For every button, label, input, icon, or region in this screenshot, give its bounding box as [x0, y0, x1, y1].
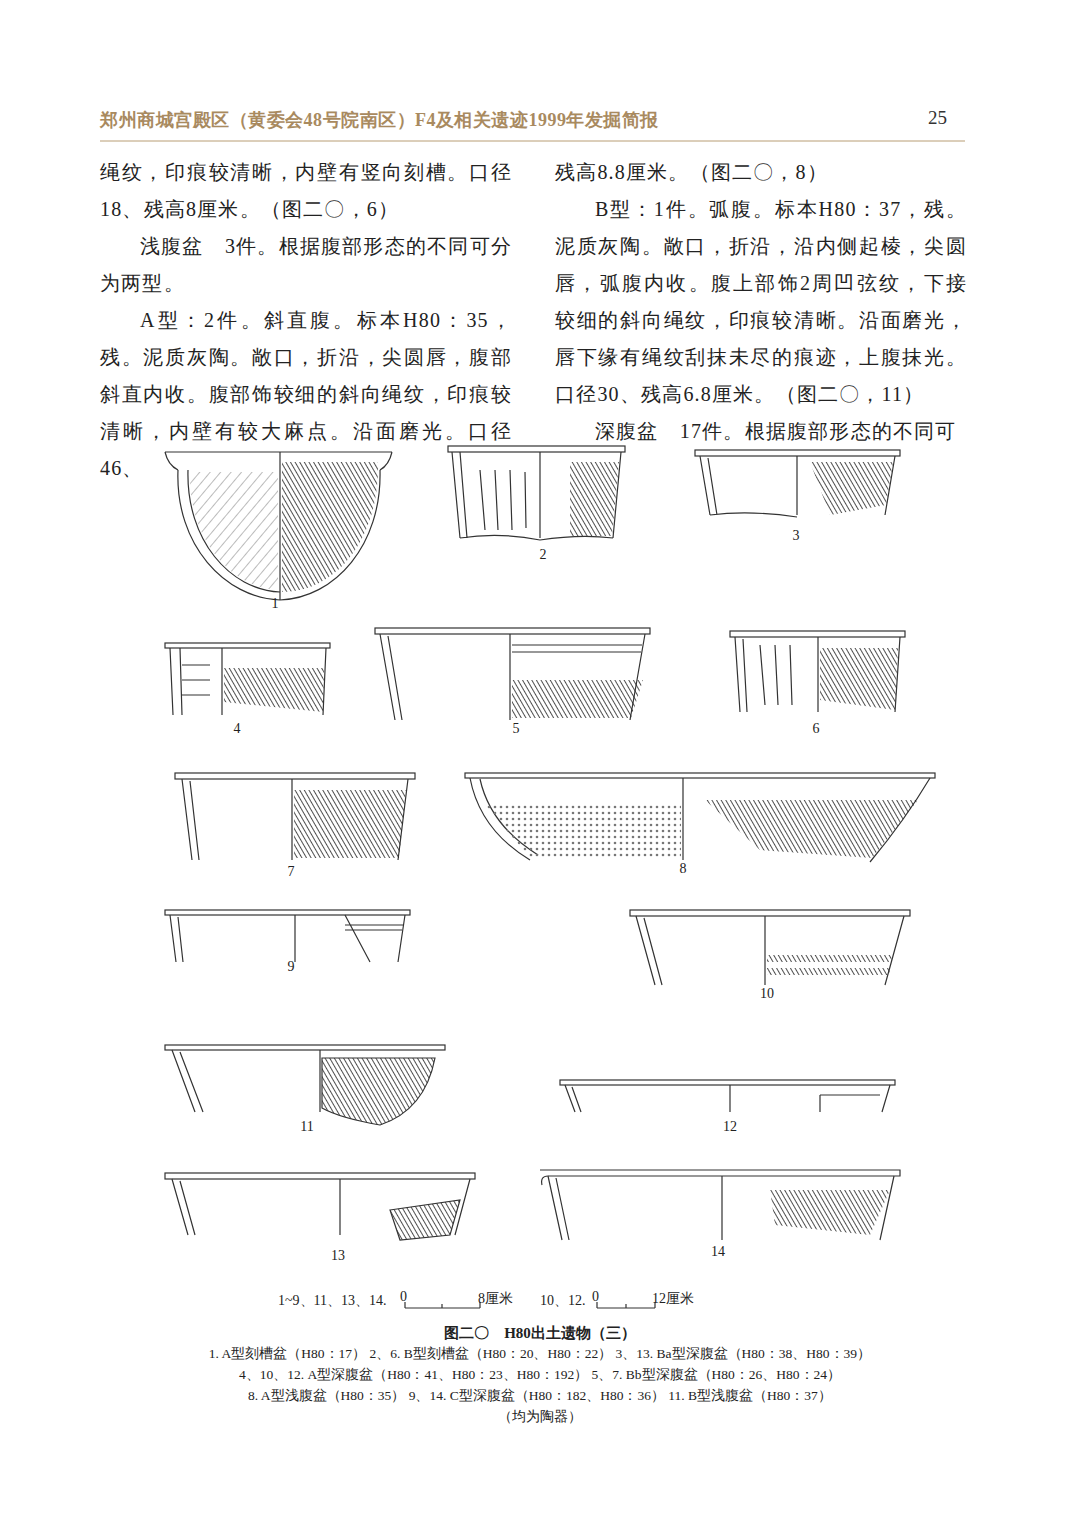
scale-label: 1~9、11、13、14. [278, 1292, 387, 1310]
body-text: 深腹盆 17件。根据腹部形态的不同可 [555, 413, 967, 450]
body-text: A型：2件。斜直腹。标本H80：35，残。泥质灰陶。敞口，折沿，尖圆唇，腹部斜直… [100, 302, 512, 487]
scale-label: 0 [400, 1289, 407, 1305]
scale-label: 0 [592, 1289, 599, 1305]
body-text: 残高8.8厘米。（图二〇，8） [555, 154, 967, 191]
body-text: B型：1件。弧腹。标本H80：37，残。泥质灰陶。敞口，折沿，沿内侧起棱，尖圆唇… [555, 191, 967, 413]
callout-number: 8 [668, 861, 698, 877]
caption-line: （均为陶器） [40, 1408, 1040, 1426]
callout-number: 1 [260, 596, 290, 612]
scale-label: 12厘米 [652, 1290, 694, 1308]
scale-label: 10、12. [540, 1292, 586, 1310]
callout-number: 12 [715, 1119, 745, 1135]
caption-line: 4、10、12. A型深腹盆（H80：41、H80：23、H80：192） 5、… [40, 1366, 1040, 1384]
scale-label: 8厘米 [478, 1290, 513, 1308]
callout-number: 5 [501, 721, 531, 737]
callout-number: 11 [292, 1119, 322, 1135]
callout-number: 7 [276, 864, 306, 880]
callout-number: 10 [752, 986, 782, 1002]
callout-number: 6 [801, 721, 831, 737]
page-number: 25 [928, 107, 947, 129]
callout-number: 3 [781, 528, 811, 544]
figure-caption: 图二〇 H80出土遗物（三） [40, 1324, 1040, 1343]
caption-line: 1. A型刻槽盆（H80：17） 2、6. B型刻槽盆（H80：20、H80：2… [40, 1345, 1040, 1363]
running-header: 郑州商城宫殿区（黄委会48号院南区）F4及相关遗迹1999年发掘简报 [100, 108, 659, 132]
callout-number: 4 [222, 721, 252, 737]
callout-number: 14 [703, 1244, 733, 1260]
callout-number: 2 [528, 547, 558, 563]
callout-number: 13 [323, 1248, 353, 1264]
body-text: 绳纹，印痕较清晰，内壁有竖向刻槽。口径18、残高8厘米。（图二〇，6） [100, 154, 512, 228]
caption-line: 8. A型浅腹盆（H80：35） 9、14. C型深腹盆（H80：182、H80… [40, 1387, 1040, 1405]
body-text: 浅腹盆 3件。根据腹部形态的不同可分为两型。 [100, 228, 512, 302]
callout-number: 9 [276, 959, 306, 975]
